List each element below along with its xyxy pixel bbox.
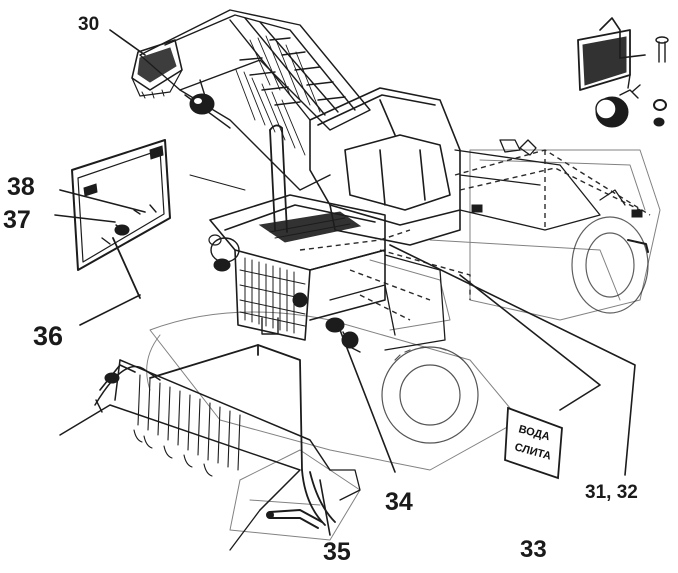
inset-cylinder bbox=[595, 84, 641, 128]
engine-rear-panel bbox=[329, 254, 446, 351]
header-hose bbox=[149, 344, 336, 526]
inset-door-rod bbox=[112, 237, 141, 299]
water-drained-plate: ВОДА СЛИТА bbox=[504, 406, 563, 480]
callout-38: 38 bbox=[7, 173, 35, 201]
hose-clamp bbox=[266, 509, 323, 529]
inset-bracket bbox=[577, 17, 646, 91]
elevator-hopper bbox=[131, 39, 183, 99]
engine-top-detail bbox=[208, 211, 362, 335]
front-wheel bbox=[381, 346, 479, 444]
callout-34: 34 bbox=[385, 488, 413, 516]
inset-fastener-washers bbox=[653, 99, 667, 127]
callout-31-32: 31, 32 bbox=[585, 482, 638, 503]
elevator-lamp bbox=[189, 79, 215, 115]
callout-37: 37 bbox=[3, 206, 31, 234]
elevator-hatching bbox=[235, 35, 321, 156]
reel-arm bbox=[95, 364, 136, 413]
callout-36: 36 bbox=[33, 321, 63, 351]
engine-compartment bbox=[209, 194, 386, 341]
leader-lines bbox=[54, 29, 636, 536]
callout-33: 33 bbox=[520, 536, 547, 563]
rear-wheel bbox=[571, 216, 649, 314]
tank-right-fitting bbox=[519, 139, 537, 156]
inset-panel-door bbox=[71, 139, 171, 271]
radiator-core bbox=[239, 257, 306, 334]
reel-tines bbox=[133, 374, 241, 477]
callout-30: 30 bbox=[78, 14, 99, 35]
grain-tank bbox=[454, 139, 601, 231]
header-reel bbox=[59, 359, 331, 511]
intake-pipe bbox=[269, 124, 288, 233]
coolant-dashed-lines bbox=[299, 149, 651, 321]
inset-fastener-bolt bbox=[655, 36, 669, 63]
drain-cock bbox=[325, 317, 361, 353]
header-right-extension bbox=[229, 469, 361, 551]
machine-body-outline bbox=[146, 149, 661, 541]
callout-35: 35 bbox=[323, 538, 351, 566]
inset-door-handle bbox=[101, 204, 157, 245]
tank-fittings bbox=[471, 189, 649, 253]
inset-pointer-line bbox=[189, 174, 246, 191]
